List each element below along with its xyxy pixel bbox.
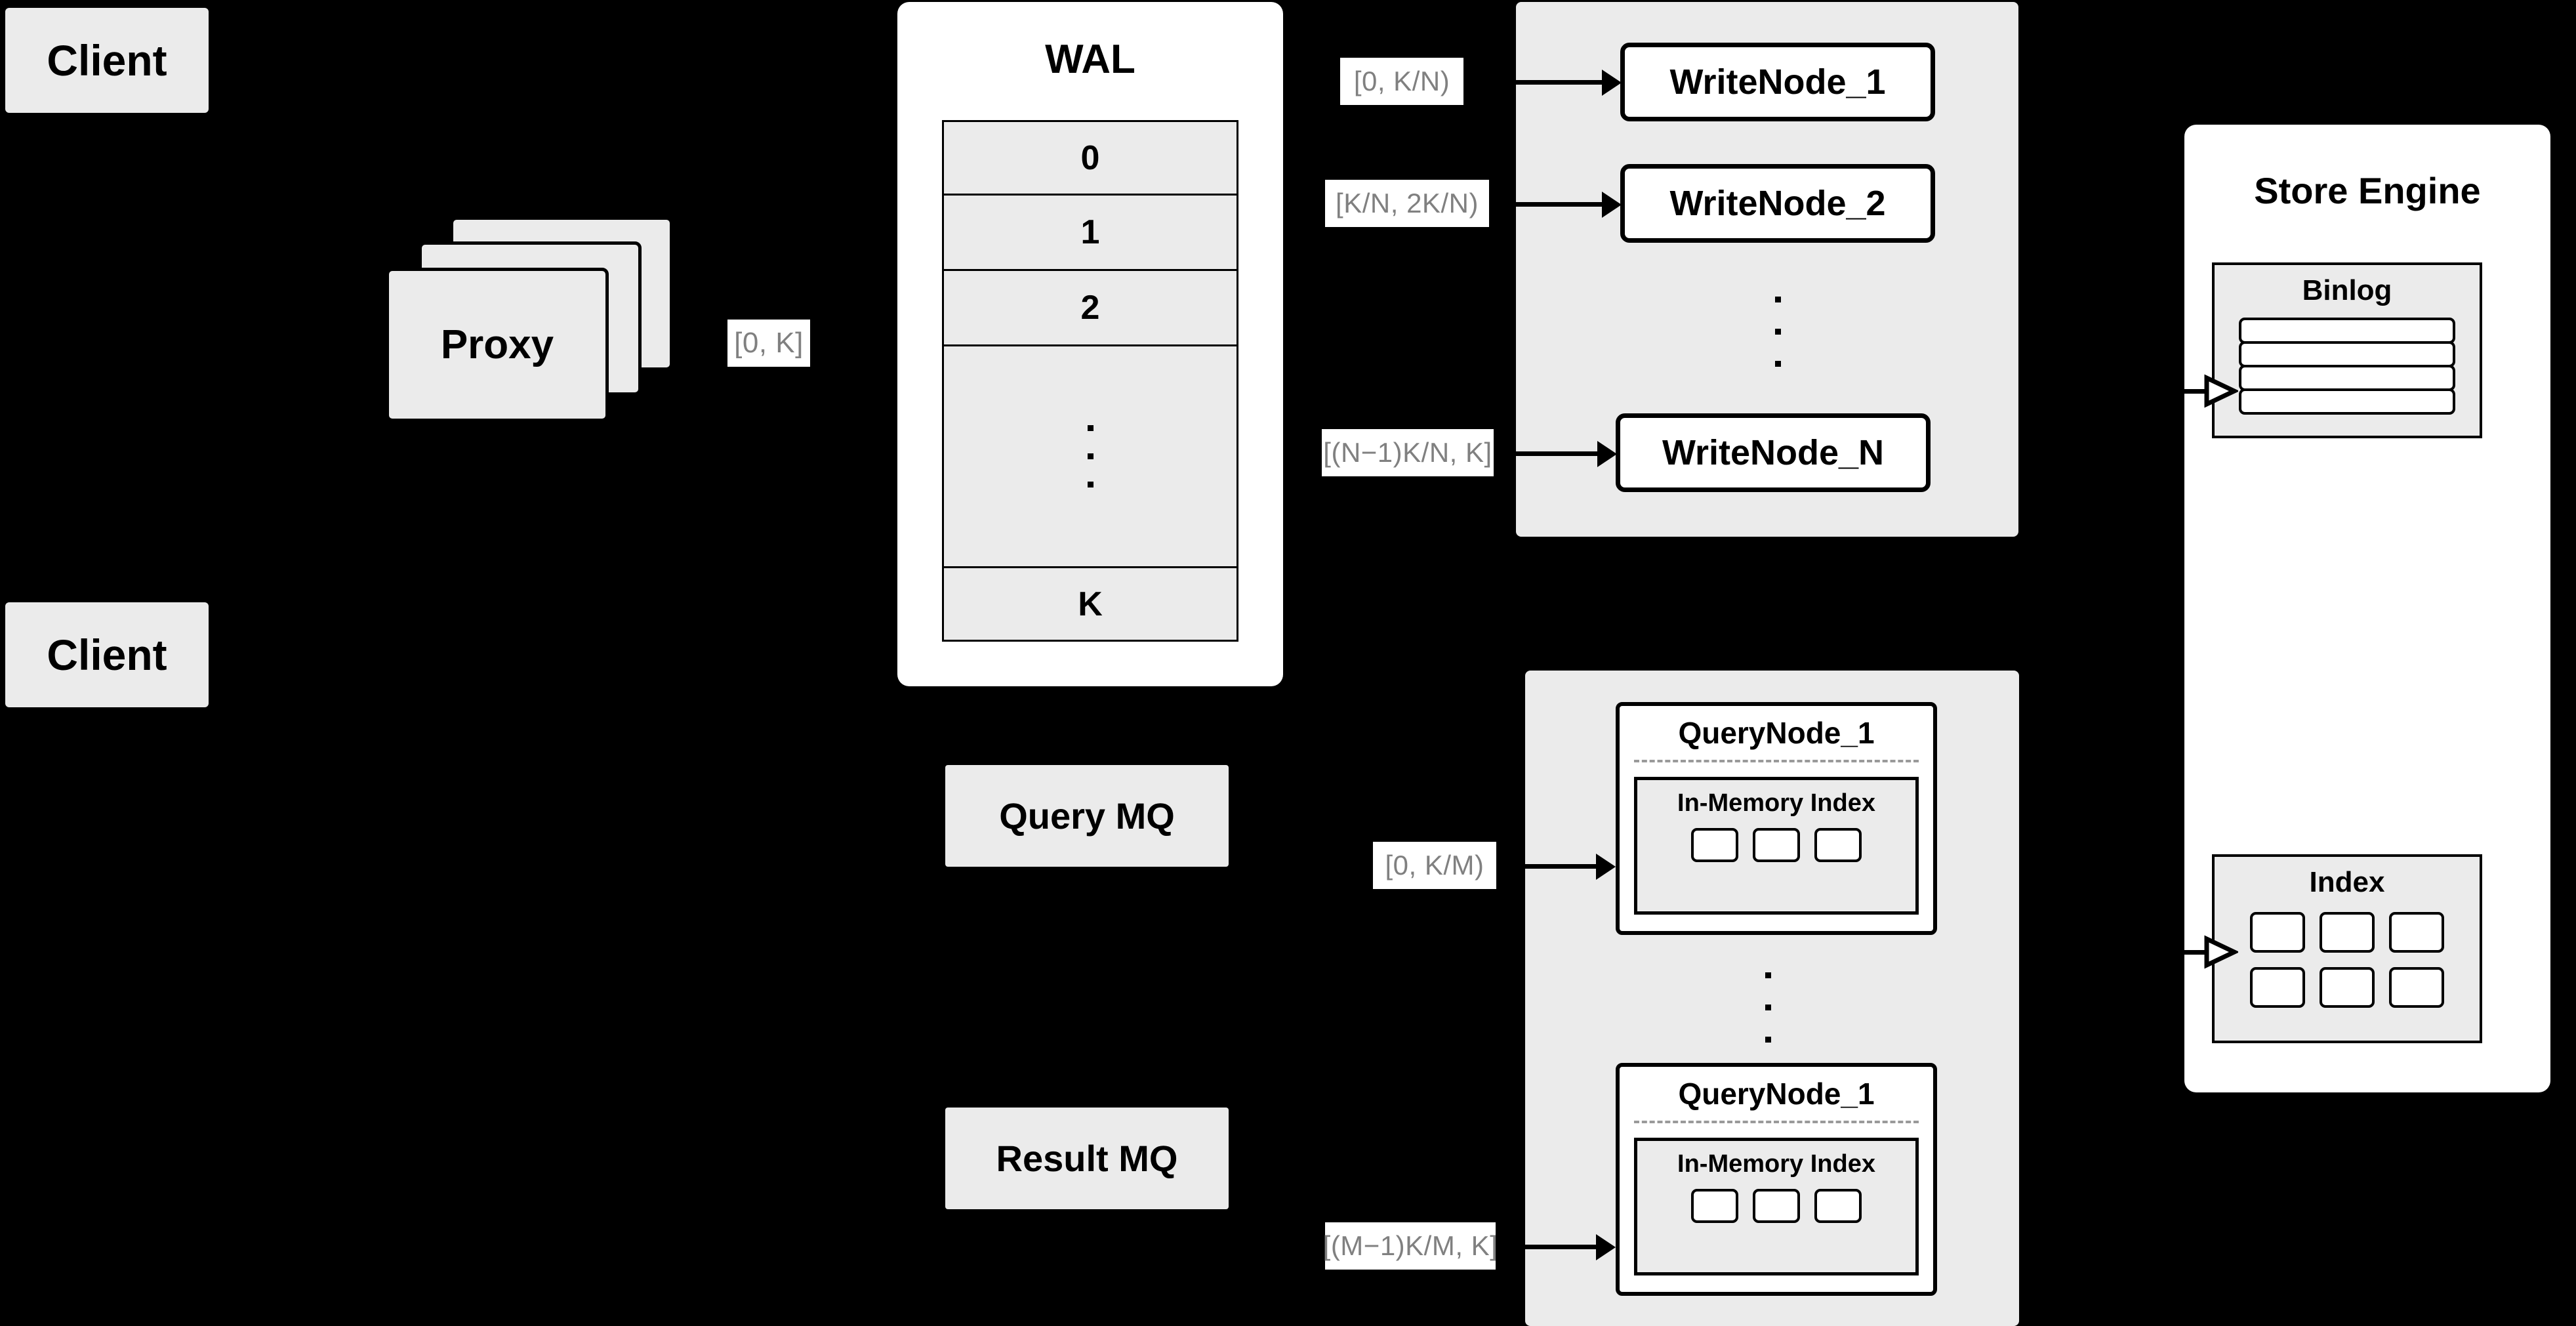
write-node-2-label: WriteNode_2	[1669, 184, 1886, 223]
binlog-bar	[2239, 365, 2455, 391]
query-node-2-separator	[1634, 1121, 1919, 1123]
wal-row-0-label: 0	[1080, 138, 1100, 177]
query-node-2[interactable]: QueryNode_1 In-Memory Index	[1616, 1063, 1937, 1296]
arrow-head-query-m	[1596, 1234, 1616, 1260]
range-label-query-1: [0, K/M)	[1373, 842, 1496, 889]
write-node-1[interactable]: WriteNode_1	[1620, 43, 1935, 121]
index-cell	[1814, 1189, 1862, 1223]
arrow-line-write-n	[1503, 451, 1601, 456]
arrow-line-write-2	[1503, 202, 1605, 207]
query-node-2-label: QueryNode_1	[1678, 1077, 1875, 1111]
index-cells	[2250, 912, 2444, 1008]
index-cell	[1753, 828, 1800, 862]
write-node-n-label: WriteNode_N	[1662, 433, 1885, 472]
result-mq-label: Result MQ	[996, 1138, 1178, 1179]
arrow-line-query-1	[1501, 864, 1599, 869]
wal-row-1-label: 1	[1080, 213, 1100, 251]
store-engine-panel: Store Engine Binlog Index	[2184, 125, 2550, 1092]
query-mq-label: Query MQ	[999, 795, 1175, 837]
client-node-2-label: Client	[47, 631, 167, 679]
range-label-query-m-text: [(M−1)K/M, K]	[1322, 1230, 1498, 1261]
wal-row-ellipsis	[942, 346, 1238, 568]
arrow-line-to-index	[2183, 950, 2209, 955]
index-cell	[2389, 912, 2444, 953]
index-cell	[2389, 967, 2444, 1008]
range-label-proxy-to-wal: [0, K]	[727, 320, 810, 367]
query-node-1[interactable]: QueryNode_1 In-Memory Index	[1616, 702, 1937, 935]
wal-row-k-label: K	[1078, 585, 1103, 623]
range-label-proxy-to-wal-text: [0, K]	[734, 327, 804, 359]
query-mq-node[interactable]: Query MQ	[945, 765, 1229, 867]
binlog-bar	[2239, 341, 2455, 367]
query-node-1-separator	[1634, 760, 1919, 762]
query-node-1-index-label: In-Memory Index	[1677, 789, 1875, 817]
range-label-write-n: [(N−1)K/N, K]	[1322, 429, 1494, 476]
arrow-line-query-m	[1501, 1245, 1599, 1249]
arrow-head-query-1	[1596, 854, 1616, 880]
range-label-query-m: [(M−1)K/M, K]	[1322, 1222, 1498, 1270]
proxy-node[interactable]: Proxy	[386, 268, 609, 422]
query-cluster-ellipsis-icon	[1748, 945, 1788, 1069]
arrow-head-write-2	[1602, 192, 1622, 218]
index-cell	[1691, 828, 1738, 862]
write-node-2[interactable]: WriteNode_2	[1620, 164, 1935, 243]
range-label-write-1: [0, K/N)	[1340, 58, 1463, 105]
range-label-write-n-text: [(N−1)K/N, K]	[1323, 437, 1492, 468]
index-cell	[1691, 1189, 1738, 1223]
wal-row-2-label: 2	[1080, 289, 1100, 327]
query-node-1-index-cells	[1691, 828, 1862, 862]
query-node-2-index-cells	[1691, 1189, 1862, 1223]
write-node-n[interactable]: WriteNode_N	[1616, 413, 1931, 492]
query-node-1-in-memory-index: In-Memory Index	[1634, 777, 1919, 915]
write-node-1-label: WriteNode_1	[1669, 62, 1886, 102]
binlog-bar	[2239, 388, 2455, 415]
client-node-2[interactable]: Client	[5, 602, 209, 707]
binlog-bars	[2239, 318, 2455, 415]
arrow-line-to-binlog	[2183, 389, 2209, 394]
range-label-write-2: [K/N, 2K/N)	[1325, 180, 1489, 227]
client-node-1-label: Client	[47, 36, 167, 85]
query-node-1-label: QueryNode_1	[1678, 716, 1875, 750]
range-label-query-1-text: [0, K/M)	[1385, 850, 1484, 881]
range-label-write-2-text: [K/N, 2K/N)	[1336, 188, 1479, 218]
binlog-bar	[2239, 318, 2455, 344]
index-box: Index	[2212, 854, 2482, 1043]
client-node-1[interactable]: Client	[5, 8, 209, 113]
store-engine-title: Store Engine	[2254, 170, 2481, 211]
write-cluster-ellipsis-icon	[1758, 269, 1797, 394]
index-cell	[2250, 967, 2305, 1008]
index-title: Index	[2309, 866, 2385, 898]
wal-panel: WAL 0 1 2 K	[897, 2, 1283, 686]
wal-ellipsis-icon	[1087, 425, 1094, 487]
result-mq-node[interactable]: Result MQ	[945, 1108, 1229, 1209]
query-node-2-in-memory-index: In-Memory Index	[1634, 1138, 1919, 1275]
binlog-box: Binlog	[2212, 262, 2482, 438]
wal-row-k: K	[942, 568, 1238, 642]
proxy-label: Proxy	[440, 322, 554, 367]
index-cell	[1753, 1189, 1800, 1223]
wal-row-2: 2	[942, 271, 1238, 346]
arrow-head-write-n	[1597, 441, 1617, 467]
range-label-write-1-text: [0, K/N)	[1353, 66, 1450, 96]
query-node-2-index-label: In-Memory Index	[1677, 1150, 1875, 1178]
wal-row-1: 1	[942, 196, 1238, 271]
index-cell	[1814, 828, 1862, 862]
wal-title: WAL	[1045, 37, 1135, 82]
index-cell	[2250, 912, 2305, 953]
arrow-head-write-1	[1602, 70, 1622, 96]
index-cell	[2320, 912, 2375, 953]
wal-table: 0 1 2 K	[942, 120, 1238, 642]
index-cell	[2320, 967, 2375, 1008]
binlog-title: Binlog	[2302, 274, 2392, 306]
arrow-line-write-1	[1503, 80, 1605, 85]
wal-row-0: 0	[942, 120, 1238, 196]
